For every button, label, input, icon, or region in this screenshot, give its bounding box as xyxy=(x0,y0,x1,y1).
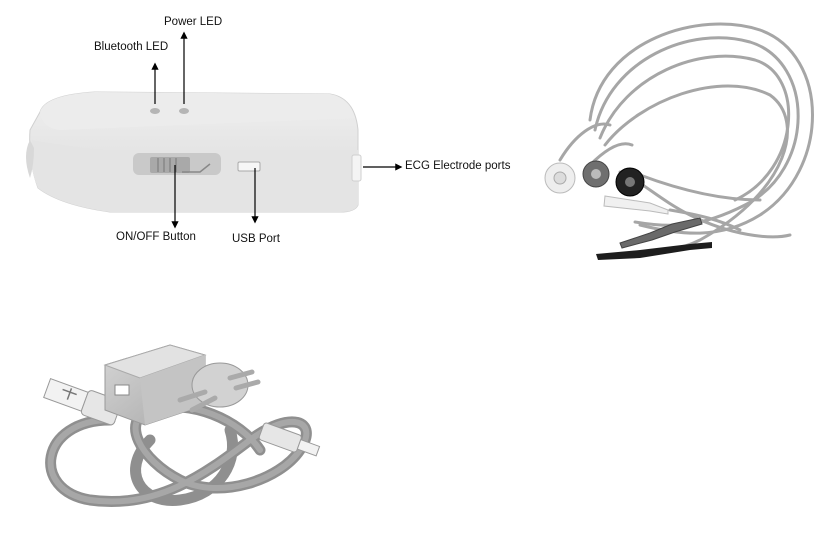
on-off-button-label: ON/OFF Button xyxy=(116,231,196,243)
ecg-electrode-ports-label: ECG Electrode ports xyxy=(405,160,510,172)
power-led-label: Power LED xyxy=(164,16,222,28)
on-off-switch xyxy=(133,153,221,175)
power-led xyxy=(179,108,189,114)
bluetooth-led xyxy=(150,108,160,114)
ecg-device xyxy=(26,92,361,212)
usb-port-label: USB Port xyxy=(232,233,280,245)
usb-port xyxy=(238,162,260,171)
bluetooth-led-label: Bluetooth LED xyxy=(94,41,168,53)
charger-and-usb-cable xyxy=(43,345,321,502)
ecg-electrode-cable xyxy=(545,24,813,260)
